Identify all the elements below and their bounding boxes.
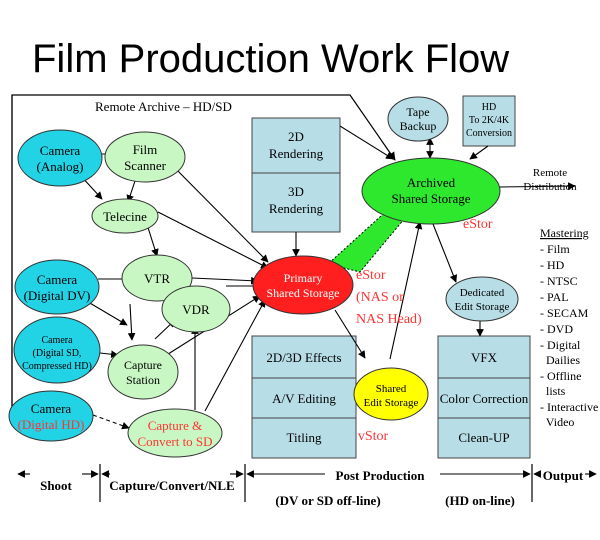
capture-station-node (107, 344, 179, 400)
camera-hd-node (8, 390, 94, 442)
archived-storage-node (361, 157, 501, 225)
primary-storage-label-1: Primary (284, 271, 323, 285)
mastering-list: Mastering - Film - HD - NTSC - PAL - SEC… (540, 226, 598, 429)
capture-convert-node (127, 408, 223, 458)
mastering-item: - Interactive (540, 400, 598, 414)
mastering-item: - Digital (540, 338, 581, 352)
mastering-item: - NTSC (540, 274, 578, 288)
dedicated-edit-label-2: Edit Storage (455, 301, 510, 313)
camera-hd-label-1: Camera (31, 401, 72, 416)
color-correction-label: Color Correction (440, 391, 529, 406)
page-title: Film Production Work Flow (32, 37, 509, 81)
film-scanner-label-1: Film (133, 142, 158, 157)
rendering-3d-label-1: 3D (288, 184, 304, 199)
primary-archive-band (326, 205, 406, 273)
mastering-item: - PAL (540, 290, 569, 304)
effects-label: 2D/3D Effects (266, 350, 341, 365)
vdr-node (161, 285, 231, 333)
titling-label: Titling (287, 430, 322, 445)
mastering-item: Video (540, 415, 574, 429)
vtr-node (121, 254, 193, 302)
mastering-item: Dailies (540, 353, 580, 367)
small-box-group (462, 95, 516, 147)
mastering-item: - DVD (540, 322, 573, 336)
tape-backup-label-2: Backup (400, 119, 437, 133)
vtr-label: VTR (144, 271, 170, 286)
post-tools-box-group (251, 335, 357, 459)
hd-conversion-label-3: Conversion (466, 128, 512, 139)
archived-storage-label-1: Archived (407, 175, 456, 190)
vfx-label: VFX (471, 350, 498, 365)
mastering-item: - Film (540, 242, 570, 256)
camera-dv-label-2: (Digital DV) (24, 288, 91, 303)
tape-backup-node (387, 96, 449, 142)
shared-edit-label-1: Shared (376, 383, 407, 395)
rendering-box-group (251, 117, 341, 233)
telecine-label: Telecine (103, 209, 147, 224)
camera-sd-node (13, 316, 101, 384)
stage-shoot: Shoot (40, 478, 72, 493)
camera-sd-label-1: Camera (41, 335, 73, 346)
hd-conversion-label-1: HD (482, 102, 496, 113)
primary-storage-node (252, 255, 354, 315)
mastering-item: lists (540, 384, 566, 398)
rendering-2d-label-1: 2D (288, 129, 304, 144)
film-scanner-label-2: Scanner (124, 158, 167, 173)
mastering-item: - SECAM (540, 306, 589, 320)
capture-station-label-1: Capture (124, 358, 162, 372)
camera-sd-label-2: (Digital SD, (33, 348, 82, 359)
stage-dividers (99, 464, 533, 502)
dedicated-edit-label-1: Dedicated (460, 287, 505, 299)
vdr-label: VDR (182, 302, 210, 317)
remote-distribution-label-2: Distribution (523, 181, 577, 193)
vstor-label: vStor (358, 429, 389, 444)
primary-storage-label-2: Shared Storage (267, 286, 340, 300)
mastering-title: Mastering (540, 226, 589, 240)
shared-edit-node (353, 367, 429, 421)
estor-primary-label-3: NAS Head) (356, 312, 422, 327)
telecine-node (91, 198, 159, 234)
film-scanner-node (104, 131, 186, 183)
hd-conversion-label-2: To 2K/4K (469, 115, 510, 126)
av-editing-label: A/V Editing (272, 391, 336, 406)
stage-capture: Capture/Convert/NLE (109, 478, 234, 493)
rendering-2d-label-2: Rendering (269, 146, 324, 161)
cleanup-label: Clean-UP (458, 430, 509, 445)
dedicated-edit-node (445, 276, 519, 322)
camera-analog-label-1: Camera (40, 143, 81, 158)
stage-dv-offline: (DV or SD off-line) (275, 493, 380, 508)
remote-archive-label: Remote Archive – HD/SD (95, 99, 232, 114)
estor-primary-label-2: (NAS or (356, 290, 404, 305)
archived-storage-label-2: Shared Storage (391, 191, 470, 206)
camera-analog-node (17, 129, 103, 187)
capture-convert-label-2: Convert to SD (137, 434, 212, 449)
remote-distribution-label-1: Remote (533, 167, 567, 179)
mastering-item: - HD (540, 258, 565, 272)
camera-dv-label-1: Camera (37, 272, 78, 287)
estor-primary-label-1: eStor (356, 268, 386, 283)
stage-output: Output (543, 468, 584, 483)
camera-analog-label-2: (Analog) (37, 159, 84, 174)
stage-post: Post Production (336, 468, 426, 483)
capture-station-label-2: Station (126, 373, 160, 387)
stage-hd-online: (HD on-line) (445, 493, 515, 508)
tape-backup-label-1: Tape (406, 105, 429, 119)
dashed-connector (92, 414, 130, 430)
capture-convert-label-1: Capture & (148, 418, 203, 433)
camera-dv-node (14, 259, 100, 315)
finishing-box-group (437, 335, 531, 459)
estor-archived-label: eStor (463, 217, 493, 232)
camera-sd-label-3: Compressed HD) (22, 361, 92, 372)
shared-edit-label-2: Edit Storage (364, 397, 419, 409)
camera-hd-label-2: (Digital HD) (18, 417, 85, 432)
mastering-item: - Offline (540, 369, 581, 383)
rendering-3d-label-2: Rendering (269, 201, 324, 216)
